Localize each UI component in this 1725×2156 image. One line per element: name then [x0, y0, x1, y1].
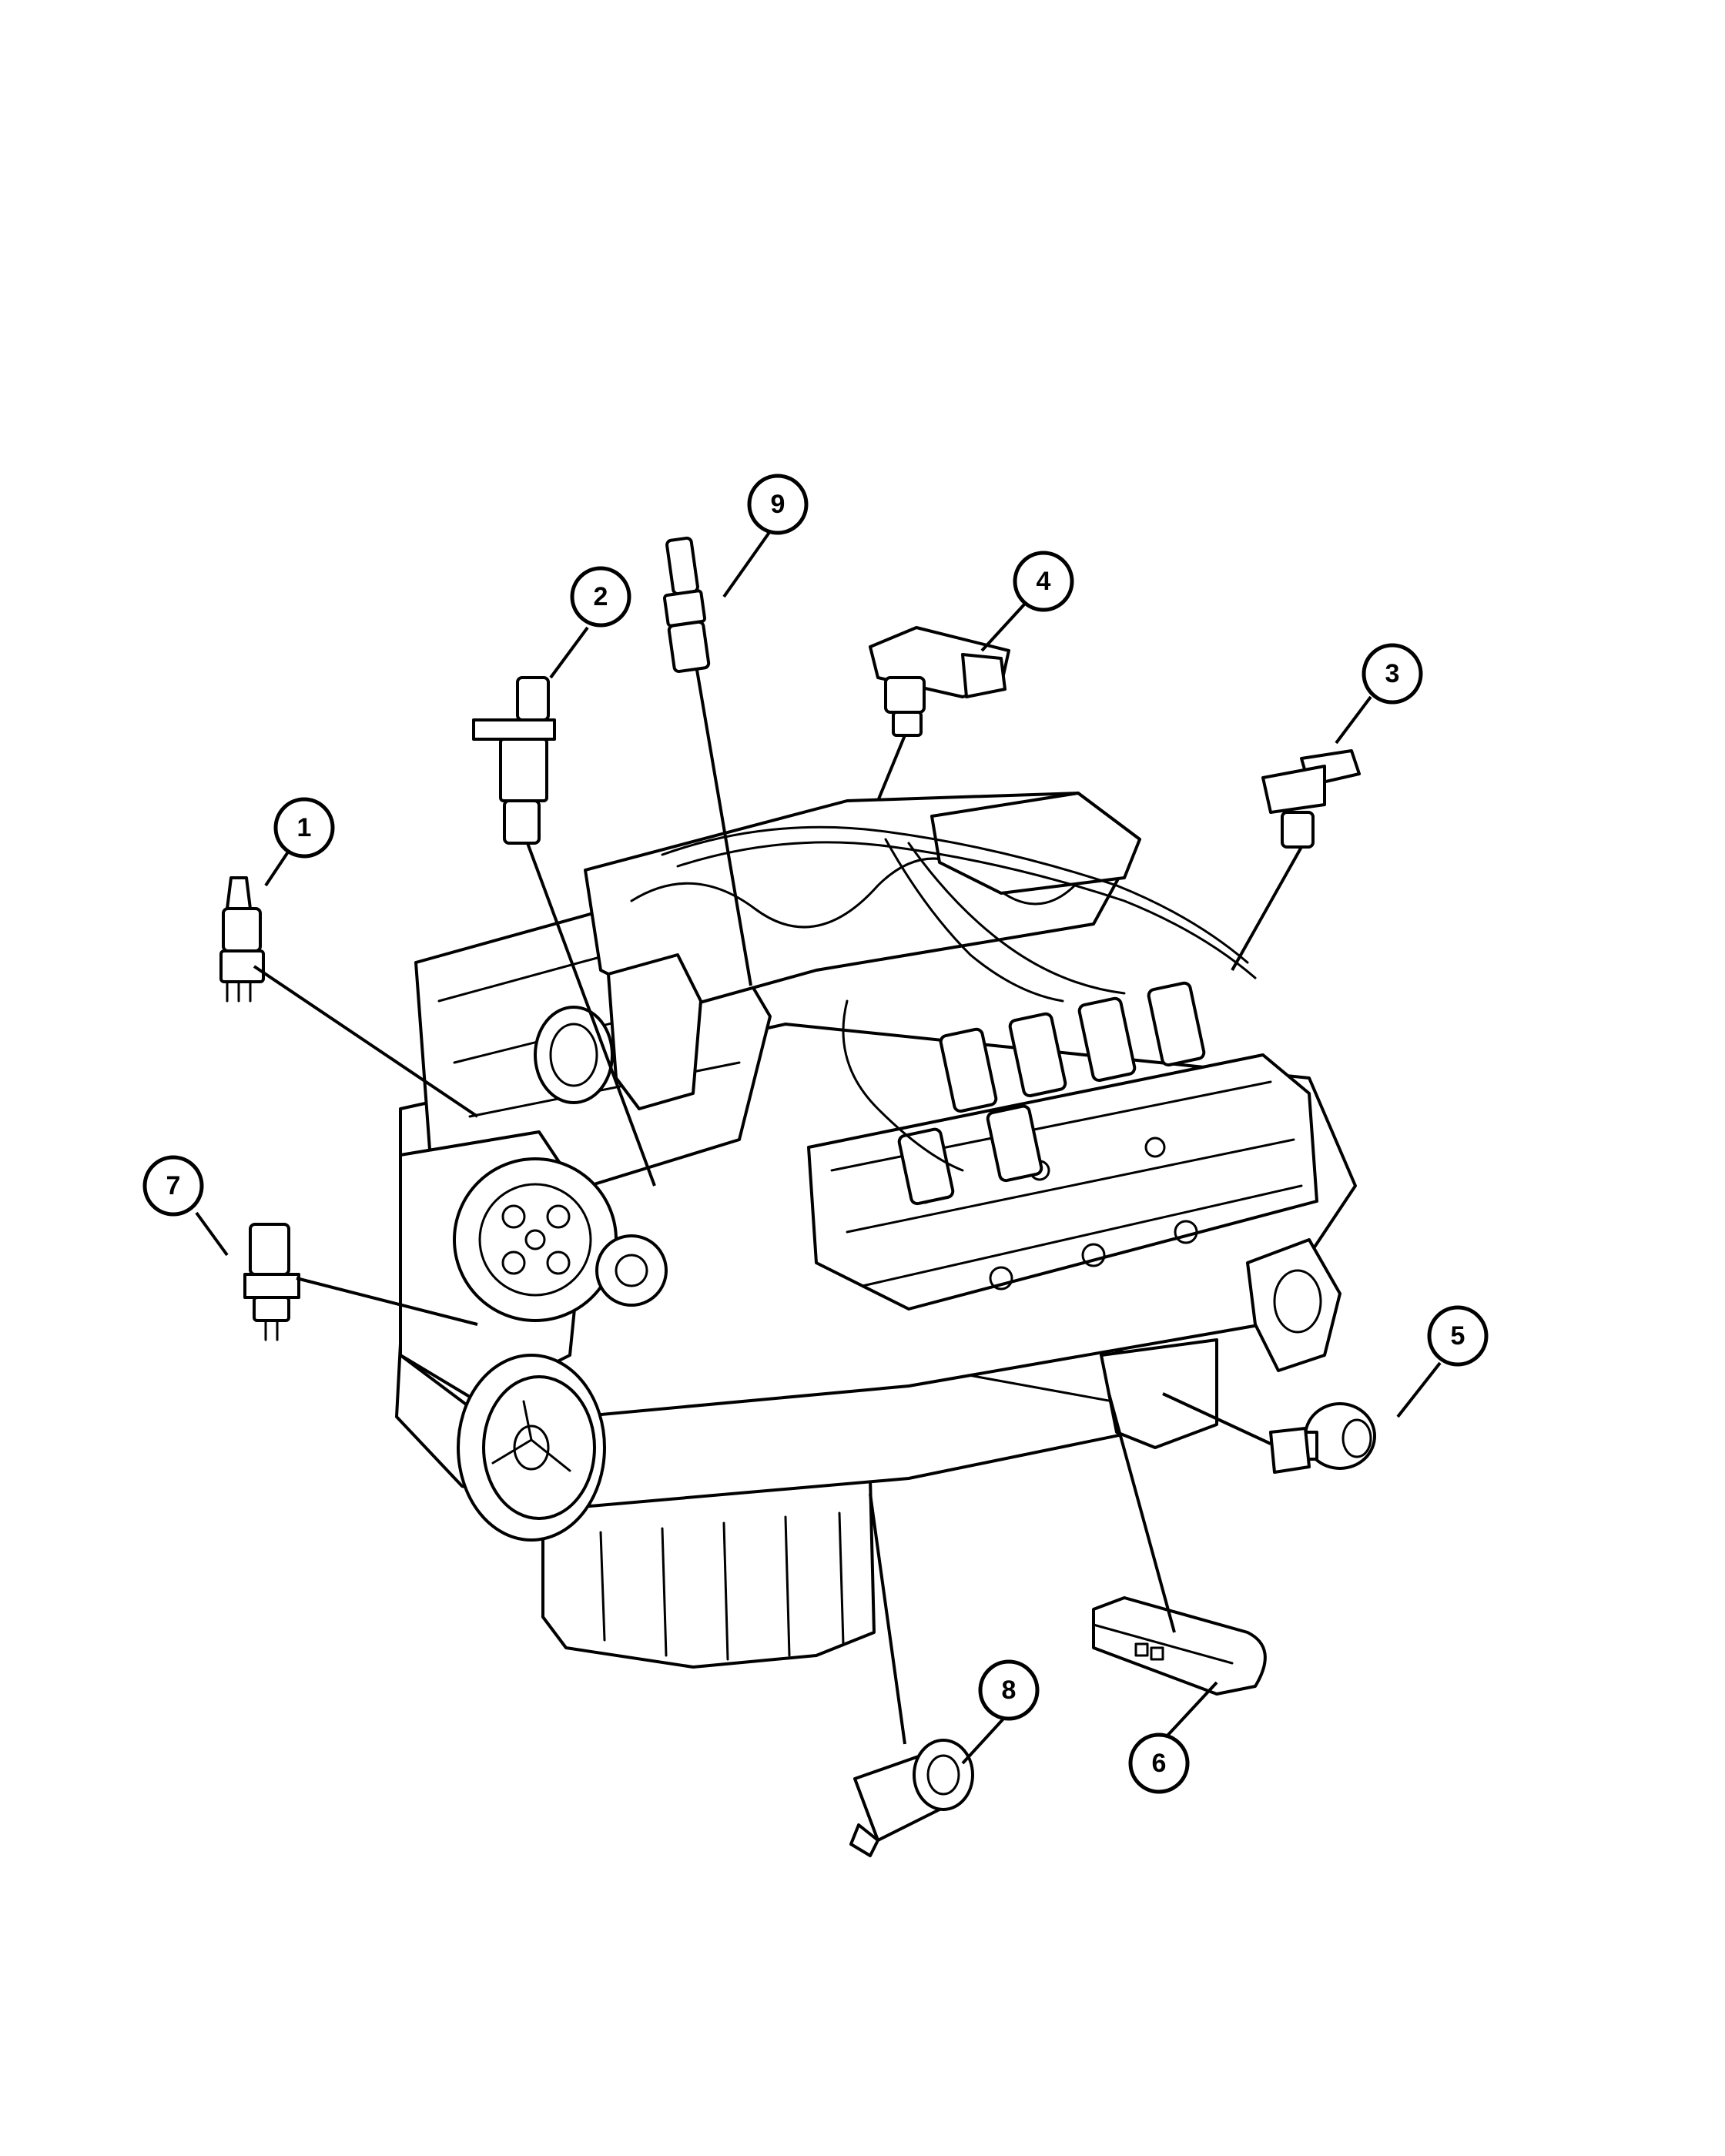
leader-6	[1165, 1681, 1218, 1738]
sensor-1-oil-pressure-switch	[219, 876, 265, 1003]
callout-8-label: 8	[1002, 1676, 1017, 1705]
sensor-8-oil-pressure-sender	[849, 1739, 974, 1857]
leader-9-to-engine	[695, 669, 752, 986]
callouts: 1 2 3 4 5 6 7 8	[142, 474, 1489, 1794]
leader-2	[549, 626, 589, 679]
ignition-coils	[897, 981, 1206, 1206]
callout-5-label: 5	[1451, 1321, 1465, 1351]
sensor-5-knock-sensor	[1269, 1402, 1376, 1474]
leader-4	[980, 603, 1026, 652]
leader-1-to-engine	[253, 965, 479, 1118]
engine-assembly	[395, 792, 1357, 1669]
callout-5: 5	[1427, 1305, 1489, 1367]
sensor-2-camshaft-position-sensor	[472, 676, 556, 845]
callout-8: 8	[978, 1659, 1040, 1721]
leader-7	[195, 1211, 229, 1257]
leader-9	[722, 530, 772, 598]
leader-3-to-engine	[1231, 846, 1303, 971]
callout-4: 4	[1013, 551, 1074, 612]
callout-4-label: 4	[1037, 567, 1051, 596]
callout-9: 9	[747, 474, 809, 535]
leader-8	[961, 1716, 1007, 1765]
sensor-7-coolant-temperature-sensor	[243, 1223, 300, 1341]
callout-7-label: 7	[166, 1171, 181, 1200]
sensor-3-crankshaft-position-sensor	[1261, 749, 1361, 849]
sensor-9-intake-air-temperature-sensor	[662, 536, 711, 673]
sensor-4-map-sensor	[869, 626, 1010, 737]
leader-5	[1396, 1361, 1442, 1418]
leader-8-to-engine	[869, 1493, 906, 1745]
leader-5-to-engine	[1162, 1392, 1271, 1445]
callout-2-label: 2	[594, 582, 608, 611]
leader-3	[1335, 695, 1372, 745]
leader-7-to-engine	[296, 1277, 478, 1326]
callout-6-label: 6	[1152, 1749, 1167, 1778]
callout-9-label: 9	[771, 490, 785, 519]
callout-3: 3	[1362, 643, 1423, 705]
callout-6: 6	[1128, 1732, 1190, 1794]
callout-2: 2	[570, 566, 631, 628]
callout-3-label: 3	[1385, 659, 1400, 688]
sensor-6-oxygen-sensor-heat-shield	[1092, 1596, 1267, 1696]
callout-7: 7	[142, 1155, 204, 1217]
leader-1	[264, 849, 290, 887]
leader-4-to-engine	[876, 735, 906, 802]
callout-1: 1	[273, 797, 335, 859]
leader-lines	[195, 530, 1442, 1765]
leader-2-to-engine	[526, 842, 656, 1187]
callout-1-label: 1	[297, 813, 312, 842]
leader-6-to-engine	[1107, 1393, 1176, 1633]
